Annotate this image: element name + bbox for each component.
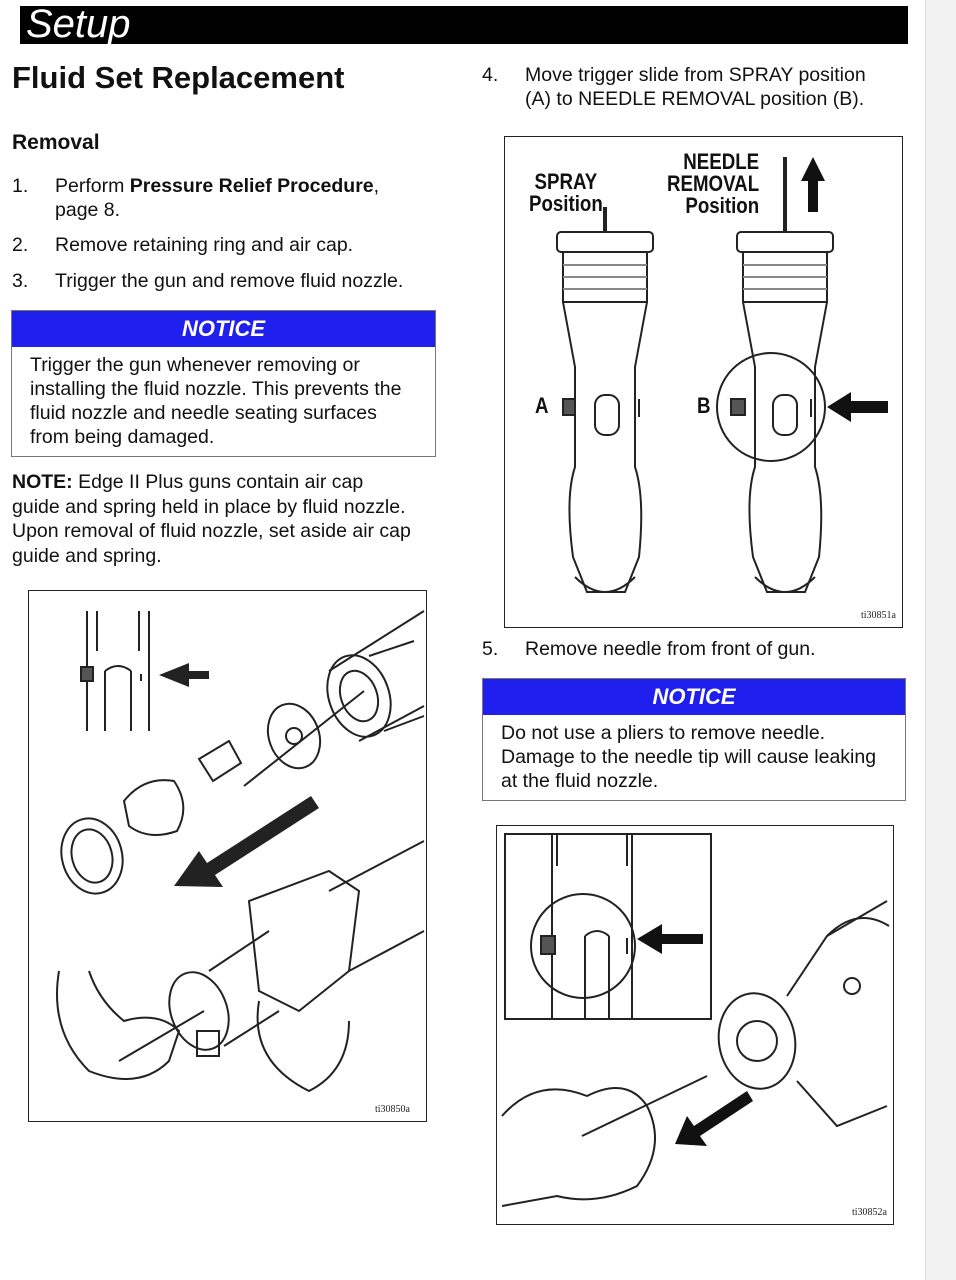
- step-2: 2. Remove retaining ring and air cap.: [12, 233, 452, 259]
- position-b-label: B: [697, 393, 711, 418]
- note-label: NOTE:: [12, 471, 73, 493]
- step-number: 2.: [12, 234, 29, 256]
- position-a-label: A: [535, 393, 549, 418]
- figure-code: ti30850a: [375, 1104, 410, 1115]
- step-text: Perform Pressure Relief Procedure,page 8…: [55, 175, 380, 221]
- notice-text: Do not use a pliers to remove needle. Da…: [501, 722, 877, 792]
- notice-box: NOTICE Do not use a pliers to remove nee…: [482, 678, 906, 801]
- removal-heading: Removal: [12, 131, 100, 154]
- step-number: 1.: [12, 175, 29, 197]
- section-header-bar: Setup: [20, 2, 908, 46]
- note-paragraph: NOTE: Edge II Plus guns contain air cap …: [12, 471, 411, 567]
- step-text: Remove needle from front of gun.: [525, 638, 816, 660]
- notice-title: NOTICE: [12, 311, 435, 347]
- section-title: Setup: [26, 2, 131, 46]
- notice-title: NOTICE: [483, 679, 905, 715]
- figure-trigger-positions: SPRAY Position NEEDLE REMOVAL Position: [504, 136, 903, 628]
- step-text: Remove retaining ring and air cap.: [55, 234, 354, 256]
- spray-position-label: SPRAY Position: [529, 169, 603, 216]
- disassembly-illustration: [56, 610, 425, 1093]
- step-3: 3. Trigger the gun and remove fluid nozz…: [12, 269, 452, 295]
- needle-removal-position-label: NEEDLE REMOVAL Position: [667, 149, 760, 218]
- procedure-link: Pressure Relief Procedure: [129, 175, 374, 197]
- figure-disassembly: ti30850a: [28, 590, 427, 1122]
- page-edge: [925, 0, 956, 1280]
- step-5: 5. Remove needle from front of gun.: [482, 637, 912, 663]
- notice-box: NOTICE Trigger the gun whenever removing…: [11, 310, 436, 457]
- step-number: 5.: [482, 638, 499, 660]
- step-text: Trigger the gun and remove fluid nozzle.: [55, 270, 404, 292]
- step-1: 1. Perform Pressure Relief Procedure,pag…: [12, 174, 452, 224]
- step-text: Move trigger slide from SPRAY position(A…: [525, 64, 866, 110]
- figure-code: ti30851a: [861, 610, 896, 621]
- step-number: 4.: [482, 64, 499, 86]
- step-4: 4. Move trigger slide from SPRAY positio…: [482, 63, 912, 113]
- figure-needle-removal: ti30852a: [496, 825, 894, 1225]
- figure-code: ti30852a: [852, 1207, 887, 1218]
- trigger-illustration: [556, 157, 888, 593]
- page-title: Fluid Set Replacement: [12, 60, 345, 95]
- step-number: 3.: [12, 270, 29, 292]
- needle-removal-illustration: [501, 833, 890, 1207]
- notice-text: Trigger the gun whenever removing or ins…: [30, 354, 402, 448]
